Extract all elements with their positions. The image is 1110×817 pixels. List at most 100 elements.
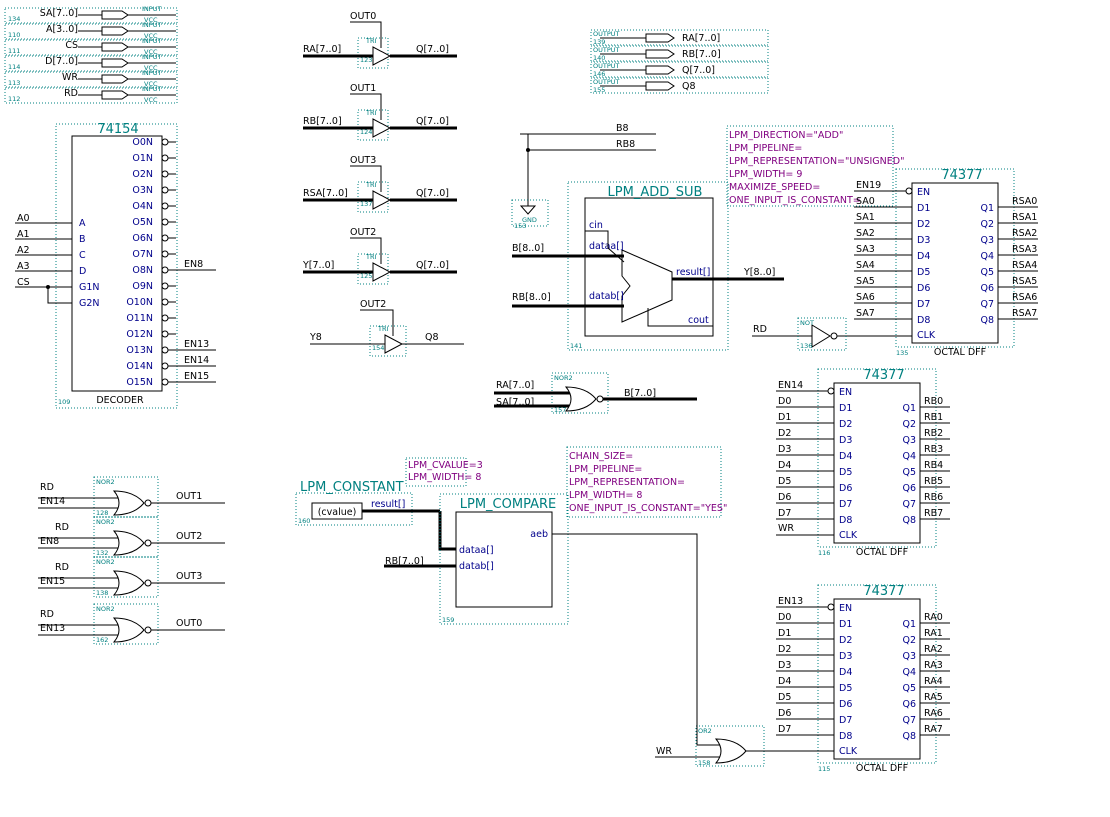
lpm-compare[interactable]: LPM_COMPARE159dataa[]datab[]aebRB[7..0]C…	[384, 446, 727, 746]
gnd-label: GND	[522, 216, 537, 224]
data-out-net: RSA2	[1012, 228, 1037, 239]
compare-body	[455, 511, 553, 608]
data-in-net: D5	[778, 692, 791, 703]
data-in-net: SA3	[856, 244, 875, 255]
pin-frame	[4, 87, 178, 104]
nor-symbol	[112, 490, 145, 516]
lpm-constant[interactable]: LPM_CONSTANT160(cvalue)result[]LPM_CVALU…	[295, 457, 483, 551]
pin-frame	[4, 71, 178, 88]
inversion-bubble	[161, 330, 169, 338]
gate-type: NOR2	[554, 374, 573, 382]
inversion-bubble	[161, 170, 169, 178]
output-pin-symbol	[645, 33, 675, 43]
decoder-output-pin: O0N	[132, 137, 153, 148]
buffer-symbol	[372, 190, 392, 210]
datab-net: RB[7..0]	[385, 556, 424, 567]
dff-number: 135	[896, 349, 908, 357]
constant-number: 160	[298, 517, 310, 525]
pin-number: 140	[593, 54, 605, 62]
buffer-symbol	[384, 334, 404, 354]
decoder-74154[interactable]: 74154DECODER109ABCDG1NG2NA0A1A2A3CSO0NO1…	[15, 122, 216, 409]
decoder-input-net: A2	[17, 245, 30, 256]
vcc-label: VCC	[144, 48, 158, 56]
data-out-net: RB5	[924, 476, 943, 487]
symbol-frame	[93, 476, 159, 518]
lpm-add-sub[interactable]: LPM_ADD_SUB141cindataa[]datab[]result[]c…	[511, 123, 904, 351]
data-in-net: SA0	[856, 196, 875, 207]
pin-q: Q4	[902, 667, 916, 678]
pin-number: 134	[8, 15, 20, 23]
pin-d: D6	[839, 483, 852, 494]
decoder-input-net: A1	[17, 229, 30, 240]
output-pin-label: RB[7..0]	[682, 49, 721, 60]
pin-d: D2	[839, 419, 852, 430]
wire	[350, 93, 382, 120]
data-in-net: D6	[778, 492, 791, 503]
enable-net: EN13	[778, 596, 803, 607]
gate-input-net: RD	[40, 609, 54, 620]
gate-number: 132	[96, 549, 108, 557]
gate-type: NOR2	[96, 605, 115, 613]
gnd-symbol	[519, 205, 537, 215]
gate-type: NOR2	[96, 558, 115, 566]
pin-d: D8	[839, 731, 852, 742]
net-b: B[8..0]	[512, 243, 544, 254]
pin-d: D1	[917, 203, 930, 214]
buffer-control-net: OUT2	[360, 299, 386, 310]
inversion-bubble	[161, 314, 169, 322]
inversion-bubble	[161, 218, 169, 226]
wire	[350, 237, 382, 264]
data-in-net: D7	[778, 724, 791, 735]
data-in-net: D1	[778, 412, 791, 423]
gate-type: NOR2	[96, 478, 115, 486]
data-in-net: D3	[778, 444, 791, 455]
decoder-input-pin: G2N	[79, 298, 100, 309]
pin-clk: CLK	[839, 746, 858, 757]
decoder-output-pin: O14N	[126, 361, 153, 372]
pin-type: INPUT	[142, 85, 161, 93]
gate-input-net: RA[7..0]	[496, 380, 534, 391]
dff-title: 74377	[941, 168, 982, 183]
data-in-net: D4	[778, 676, 791, 687]
dff-title: 74377	[863, 584, 904, 599]
pin-datab: datab[]	[459, 561, 494, 572]
data-out-net: RA0	[924, 612, 943, 623]
pin-number: 112	[8, 95, 20, 103]
gate-input-net: RD	[40, 482, 54, 493]
symbol-frame	[817, 368, 937, 548]
data-out-net: RB4	[924, 460, 943, 471]
data-out-net: RA4	[924, 676, 943, 687]
decoder-footer: DECODER	[96, 395, 144, 406]
adder-parameter: MAXIMIZE_SPEED=	[729, 182, 820, 193]
symbol-frame	[439, 493, 569, 625]
data-out-net: RB0	[924, 396, 943, 407]
data-out-net: RA7	[924, 724, 943, 735]
inversion-bubble	[161, 298, 169, 306]
dff-title: 74377	[863, 368, 904, 383]
